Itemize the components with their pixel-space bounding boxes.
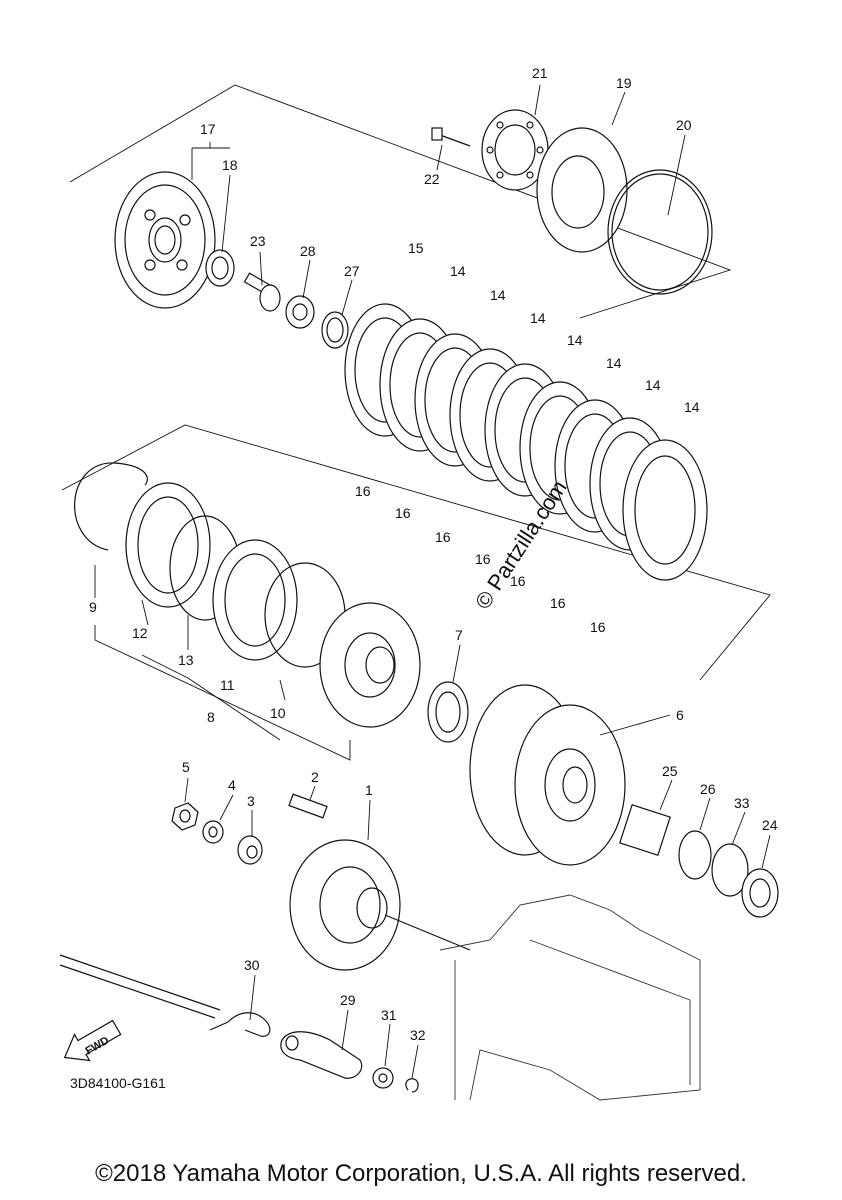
primary-drive-gear: [289, 839, 471, 971]
washer-small: [372, 1067, 394, 1089]
friction-plate-inner: [212, 539, 298, 661]
callout-30: 30: [244, 957, 260, 973]
callout-16e: 16: [510, 573, 526, 589]
callout-7: 7: [455, 627, 463, 643]
clutch-exploded-diagram: FWD 1 2 3 4 5 6 7 8 9 10 11 12 13 14 14 …: [59, 65, 779, 1101]
washer: [321, 311, 349, 349]
bolt: [431, 127, 471, 147]
callout-4: 4: [228, 777, 236, 793]
sleeve-bearing-set: [619, 804, 779, 918]
callout-8: 8: [207, 709, 215, 725]
callout-19: 19: [616, 75, 632, 91]
clutch-housing: [469, 684, 626, 866]
callout-21: 21: [532, 65, 548, 81]
callout-14a: 14: [450, 263, 466, 279]
diagram-code: 3D84100-G161: [70, 1075, 166, 1091]
callout-22: 22: [424, 171, 440, 187]
circlip-small: [405, 1078, 419, 1093]
callout-25: 25: [662, 763, 678, 779]
clutch-boss: [319, 602, 421, 728]
frame-left-lead: [94, 625, 351, 761]
retainer-plate: [481, 109, 549, 191]
pressure-plate: [114, 171, 216, 309]
callout-16f: 16: [550, 595, 566, 611]
callout-14b: 14: [490, 287, 506, 303]
callout-33: 33: [734, 795, 750, 811]
callout-5: 5: [182, 759, 190, 775]
fwd-arrow-icon: [63, 1019, 122, 1062]
ring: [607, 169, 713, 295]
spring-plate: [536, 127, 628, 253]
callout-31: 31: [381, 1007, 397, 1023]
callout-13: 13: [178, 652, 194, 668]
callout-16c: 16: [435, 529, 451, 545]
cushion-plate: [125, 482, 211, 608]
callout-10: 10: [270, 705, 286, 721]
key: [288, 793, 328, 819]
push-lever-shaft: [59, 954, 221, 1019]
push-piece: [243, 272, 281, 312]
lock-washer: [202, 820, 224, 844]
callout-3: 3: [247, 793, 255, 809]
bearing: [205, 249, 235, 287]
callout-16d: 16: [475, 551, 491, 567]
copyright-notice: ©2018 Yamaha Motor Corporation, U.S.A. A…: [95, 1160, 747, 1187]
callout-14g: 14: [684, 399, 700, 415]
plate-stack: [344, 303, 708, 581]
crankcase-outline: [439, 894, 701, 1101]
callout-24: 24: [762, 817, 778, 833]
callout-23: 23: [250, 233, 266, 249]
callout-14e: 14: [606, 355, 622, 371]
callout-16b: 16: [395, 505, 411, 521]
frame-middle: [61, 424, 771, 681]
callout-26: 26: [700, 781, 716, 797]
callout-16a: 16: [355, 483, 371, 499]
conical-washer: [237, 835, 263, 865]
callout-16g: 16: [590, 619, 606, 635]
callout-11: 11: [220, 677, 235, 693]
callout-28: 28: [300, 243, 316, 259]
callout-14c: 14: [530, 310, 546, 326]
return-spring: [209, 1012, 271, 1037]
leader-lines: [94, 84, 771, 1079]
callout-12: 12: [132, 625, 148, 641]
hex-nut: [171, 802, 199, 831]
callout-14d: 14: [567, 332, 583, 348]
callout-29: 29: [340, 992, 356, 1008]
callout-1: 1: [365, 782, 373, 798]
lock-nut: [285, 295, 315, 329]
callout-2: 2: [311, 769, 319, 785]
callout-6: 6: [676, 707, 684, 723]
thrust-washer: [427, 681, 469, 743]
callout-9: 9: [89, 599, 97, 615]
callout-15: 15: [408, 240, 424, 256]
circlip: [74, 462, 148, 551]
callout-17: 17: [200, 121, 216, 137]
callout-20: 20: [676, 117, 692, 133]
callout-14f: 14: [645, 377, 661, 393]
callout-18: 18: [222, 157, 238, 173]
push-lever: [280, 1031, 363, 1079]
callout-32: 32: [410, 1027, 426, 1043]
callout-27: 27: [344, 263, 360, 279]
